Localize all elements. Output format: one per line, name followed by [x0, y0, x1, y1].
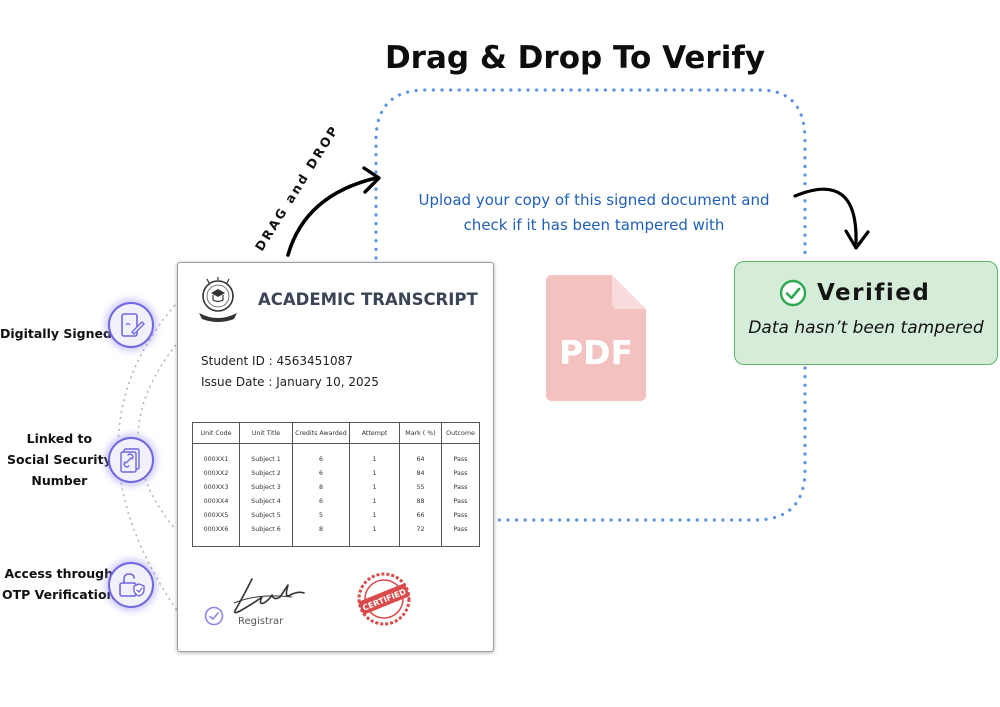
issue-date: Issue Date : January 10, 2025 — [201, 375, 379, 389]
column-header: Unit Code — [192, 422, 240, 444]
instruction-line-1: Upload your copy of this signed document… — [418, 191, 770, 209]
table-cell: 64 — [399, 443, 442, 466]
table-cell: 1 — [349, 466, 400, 480]
table-cell: 66 — [399, 508, 442, 522]
table-cell: Pass — [441, 480, 480, 494]
transcript-table: Unit Code Unit Title Credits Awarded Att… — [192, 422, 480, 547]
column-header: Credits Awarded — [292, 422, 350, 444]
table-cell: 000XX5 — [203, 511, 229, 519]
table-cell: 6 — [292, 466, 350, 480]
verify-arrow-curve — [793, 187, 858, 245]
registrar-signature — [233, 578, 305, 614]
table-row: 000XX4 Subject 4 6 1 88 Pass — [193, 494, 480, 508]
table-cell: 55 — [399, 480, 442, 494]
table-cell: 1 — [349, 480, 400, 494]
table-cell: 1 — [349, 494, 400, 508]
digital-signature-icon — [121, 313, 145, 337]
table-cell: 000XX6 — [203, 525, 229, 533]
verified-row: Verified — [779, 279, 930, 307]
feature-digitally-signed-badge — [108, 302, 154, 348]
table-cell: Pass — [441, 508, 480, 522]
table-cell: 000XX2 — [203, 469, 229, 477]
column-header: Mark ( %) — [399, 422, 442, 444]
verify-arrow-head-icon — [844, 229, 870, 250]
table-cell: 84 — [399, 466, 442, 480]
table-cell: 000XX3 — [203, 483, 229, 491]
table-cell: 5 — [292, 508, 350, 522]
feature-connector-arc-inner — [137, 344, 177, 531]
academic-transcript-document[interactable]: ACADEMIC TRANSCRIPT Student ID : 4563451… — [177, 262, 494, 652]
drag-and-drop-hint: DRAG and DROP — [252, 122, 342, 254]
table-cell: Pass — [441, 522, 480, 547]
table-cell: 1 — [349, 508, 400, 522]
column-header: Outcome — [441, 422, 480, 444]
table-cell: Pass — [441, 443, 480, 466]
feature-ssn-linked-badge — [108, 437, 154, 483]
verified-result-card: Verified Data hasn’t been tampered — [734, 261, 998, 365]
check-circle-icon — [779, 279, 807, 307]
table-cell: 8 — [292, 522, 350, 547]
table-cell: 72 — [399, 522, 442, 547]
drag-arrow-curve — [286, 176, 378, 257]
verified-subtitle: Data hasn’t been tampered — [748, 318, 984, 338]
feature-digitally-signed-label: Digitally Signed — [0, 326, 112, 341]
page-title: Drag & Drop To Verify — [384, 40, 766, 76]
pdf-drop-target[interactable]: PDF — [546, 275, 646, 401]
table-cell: 1 — [349, 522, 400, 547]
table-cell: Subject 6 — [239, 522, 293, 547]
column-header: Unit Title — [239, 422, 293, 444]
feature-otp-access-badge — [108, 562, 154, 608]
table-cell: Subject 4 — [239, 494, 293, 508]
table-row: 000XX6 Subject 6 8 1 72 Pass — [193, 522, 480, 547]
instruction-line-2: check if it has been tampered with — [463, 216, 725, 234]
certified-seal-icon: CERTIFIED — [357, 572, 411, 626]
table-cell: Pass — [441, 466, 480, 480]
signature-check-icon — [204, 606, 224, 626]
table-row: 000XX2 Subject 2 6 1 84 Pass — [193, 466, 480, 480]
upload-instruction: Upload your copy of this signed document… — [404, 188, 784, 238]
registrar-label: Registrar — [238, 616, 284, 627]
table-cell: Subject 1 — [239, 443, 293, 466]
table-cell: 6 — [292, 443, 350, 466]
verified-label: Verified — [817, 280, 931, 306]
table-cell: 6 — [292, 494, 350, 508]
pdf-file-icon — [546, 275, 646, 401]
pdf-label: PDF — [558, 333, 634, 372]
column-header: Attempt — [349, 422, 400, 444]
table-cell: 8 — [292, 480, 350, 494]
university-crest-icon — [199, 277, 237, 322]
table-cell: Subject 2 — [239, 466, 293, 480]
table-cell: 1 — [349, 443, 400, 466]
table-row: 000XX3 Subject 3 8 1 55 Pass — [193, 480, 480, 494]
table-header-row: Unit Code Unit Title Credits Awarded Att… — [192, 422, 480, 444]
table-row: 000XX1 Subject 1 6 1 64 Pass — [193, 443, 480, 466]
linked-document-icon — [120, 448, 140, 473]
table-cell: Subject 5 — [239, 508, 293, 522]
table-cell: 88 — [399, 494, 442, 508]
table-cell: Subject 3 — [239, 480, 293, 494]
table-cell: Pass — [441, 494, 480, 508]
table-row: 000XX5 Subject 5 5 1 66 Pass — [193, 508, 480, 522]
table-cell: 000XX4 — [203, 497, 229, 505]
unlock-shield-icon — [119, 573, 145, 597]
table-cell: 000XX1 — [203, 455, 229, 463]
drag-arrow-head-icon — [362, 166, 381, 194]
document-heading: ACADEMIC TRANSCRIPT — [258, 290, 478, 309]
student-id: Student ID : 4563451087 — [201, 354, 353, 368]
